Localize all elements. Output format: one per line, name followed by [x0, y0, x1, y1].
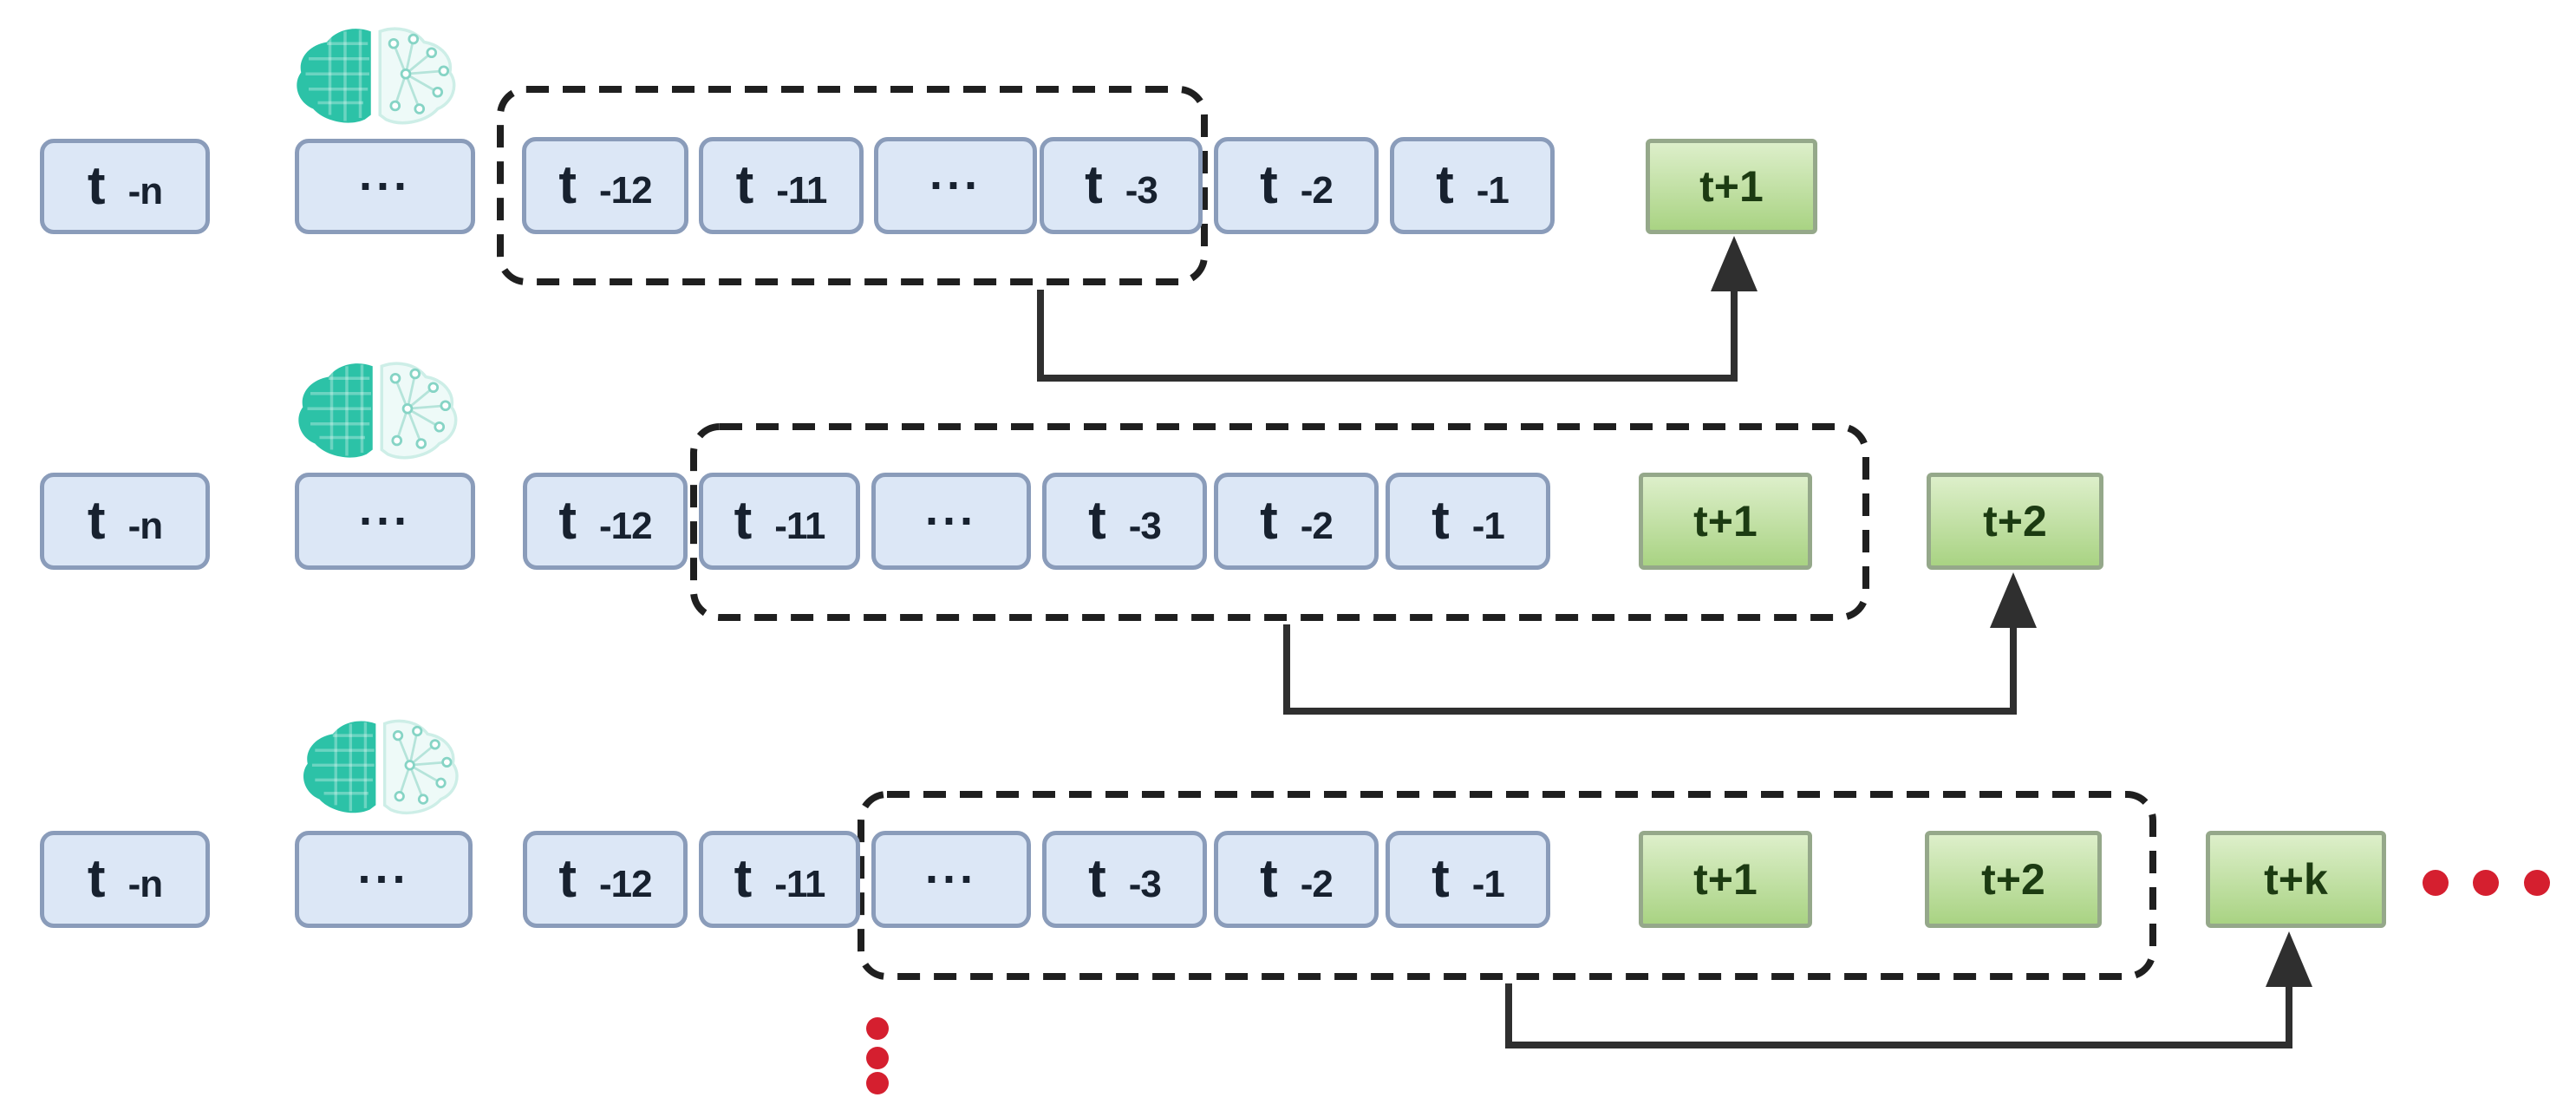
cell-green-text: t+1: [1699, 162, 1764, 211]
cell-ellipsis: ...: [874, 137, 1037, 234]
cell-sub-text: -n: [127, 170, 164, 212]
cell-main-text: t: [87, 849, 106, 909]
cell-t-minus-n: t -n: [40, 473, 210, 570]
cell-t-plus-2: t+2: [1927, 473, 2103, 570]
cell-ellipsis-text: ...: [929, 147, 981, 199]
cell-main-text: t: [735, 155, 754, 215]
sliding-window-outline-row2: [690, 423, 1869, 621]
cell-t-minus-3: t -3: [1042, 473, 1207, 570]
brain-icon: [286, 356, 468, 465]
cell-t-minus-1: t -1: [1386, 473, 1550, 570]
cell-sub-text: -2: [1300, 505, 1334, 547]
cell-green-text: t+1: [1693, 855, 1758, 904]
cell-main-text: t: [87, 491, 106, 551]
cell-sub-text: -1: [1476, 169, 1510, 212]
cell-main-text: t: [1088, 491, 1106, 551]
cell-sub-text: -2: [1300, 169, 1334, 212]
cell-main-text: t: [1431, 491, 1450, 551]
cell-sub-text: -12: [599, 863, 653, 905]
brain-icon: [291, 713, 469, 820]
cell-main-text: t: [1436, 155, 1454, 215]
cell-green-text: t+2: [1981, 855, 2045, 904]
cell-green-text: t+1: [1693, 497, 1758, 545]
cell-t-minus-2: t -2: [1214, 831, 1379, 928]
cell-sub-text: -3: [1128, 505, 1162, 547]
cell-t-minus-12: t -12: [523, 473, 688, 570]
arrow-connector-row2: [1283, 595, 2017, 715]
cell-t-minus-11: t -11: [699, 473, 860, 570]
cell-t-minus-12: t -12: [523, 831, 688, 928]
cell-t-minus-n: t -n: [40, 831, 210, 928]
cell-ellipsis-text: ...: [358, 148, 411, 200]
cell-main-text: t: [1260, 849, 1278, 909]
cell-sub-text: -1: [1471, 505, 1505, 547]
cell-main-text: t: [734, 491, 753, 551]
red-ellipsis-vertical-icon: [866, 1017, 889, 1094]
cell-t-plus-1: t+1: [1639, 831, 1812, 928]
cell-green-text: t+k: [2264, 855, 2328, 904]
cell-sub-text: -n: [127, 863, 164, 905]
cell-t-minus-1: t -1: [1386, 831, 1550, 928]
cell-main-text: t: [1260, 491, 1278, 551]
cell-ellipsis: ...: [295, 473, 475, 570]
cell-green-text: t+2: [1983, 497, 2047, 545]
cell-sub-text: -11: [776, 169, 827, 212]
arrow-connector-row3: [1505, 954, 2292, 1048]
cell-sub-text: -3: [1128, 863, 1162, 905]
cell-sub-text: -12: [599, 505, 653, 547]
cell-sub-text: -11: [774, 863, 825, 905]
cell-ellipsis: ...: [871, 473, 1031, 570]
cell-t-minus-11: t -11: [699, 831, 860, 928]
arrowhead-up-icon: [2266, 931, 2312, 987]
cell-t-minus-3: t -3: [1040, 137, 1203, 234]
cell-t-minus-12: t -12: [522, 137, 688, 234]
cell-main-text: t: [1431, 849, 1450, 909]
cell-t-minus-n: t -n: [40, 139, 210, 234]
cell-sub-text: -2: [1300, 863, 1334, 905]
cell-ellipsis-text: ...: [357, 841, 410, 893]
cell-ellipsis-text: ...: [924, 483, 977, 535]
arrowhead-up-icon: [1711, 236, 1758, 291]
cell-t-minus-2: t -2: [1214, 473, 1379, 570]
cell-t-minus-1: t -1: [1390, 137, 1555, 234]
cell-t-minus-3: t -3: [1042, 831, 1207, 928]
cell-ellipsis: ...: [295, 139, 475, 234]
cell-main-text: t: [558, 849, 577, 909]
cell-main-text: t: [1260, 155, 1278, 215]
cell-ellipsis-text: ...: [358, 483, 411, 535]
cell-main-text: t: [1088, 849, 1106, 909]
cell-t-minus-11: t -11: [699, 137, 864, 234]
cell-sub-text: -11: [774, 505, 825, 547]
cell-sub-text: -3: [1125, 169, 1158, 212]
sliding-window-outline-row3: [858, 791, 2156, 980]
cell-t-plus-2: t+2: [1925, 831, 2102, 928]
cell-main-text: t: [87, 156, 106, 216]
cell-t-plus-1: t+1: [1639, 473, 1812, 570]
cell-t-plus-k: t+k: [2206, 831, 2386, 928]
cell-main-text: t: [1085, 155, 1103, 215]
arrowhead-up-icon: [1990, 572, 2037, 628]
cell-main-text: t: [558, 155, 577, 215]
cell-ellipsis: ...: [871, 831, 1031, 928]
cell-main-text: t: [734, 849, 753, 909]
cell-ellipsis-text: ...: [924, 841, 977, 893]
cell-main-text: t: [558, 491, 577, 551]
cell-sub-text: -n: [127, 505, 164, 547]
brain-icon: [284, 21, 466, 130]
red-ellipsis-horizontal-icon: [2423, 870, 2550, 896]
cell-t-minus-2: t -2: [1214, 137, 1379, 234]
cell-t-plus-1: t+1: [1646, 139, 1817, 234]
cell-sub-text: -12: [599, 169, 653, 212]
cell-sub-text: -1: [1471, 863, 1505, 905]
cell-ellipsis: ...: [295, 831, 473, 928]
arrow-connector-row1: [1037, 260, 1738, 382]
